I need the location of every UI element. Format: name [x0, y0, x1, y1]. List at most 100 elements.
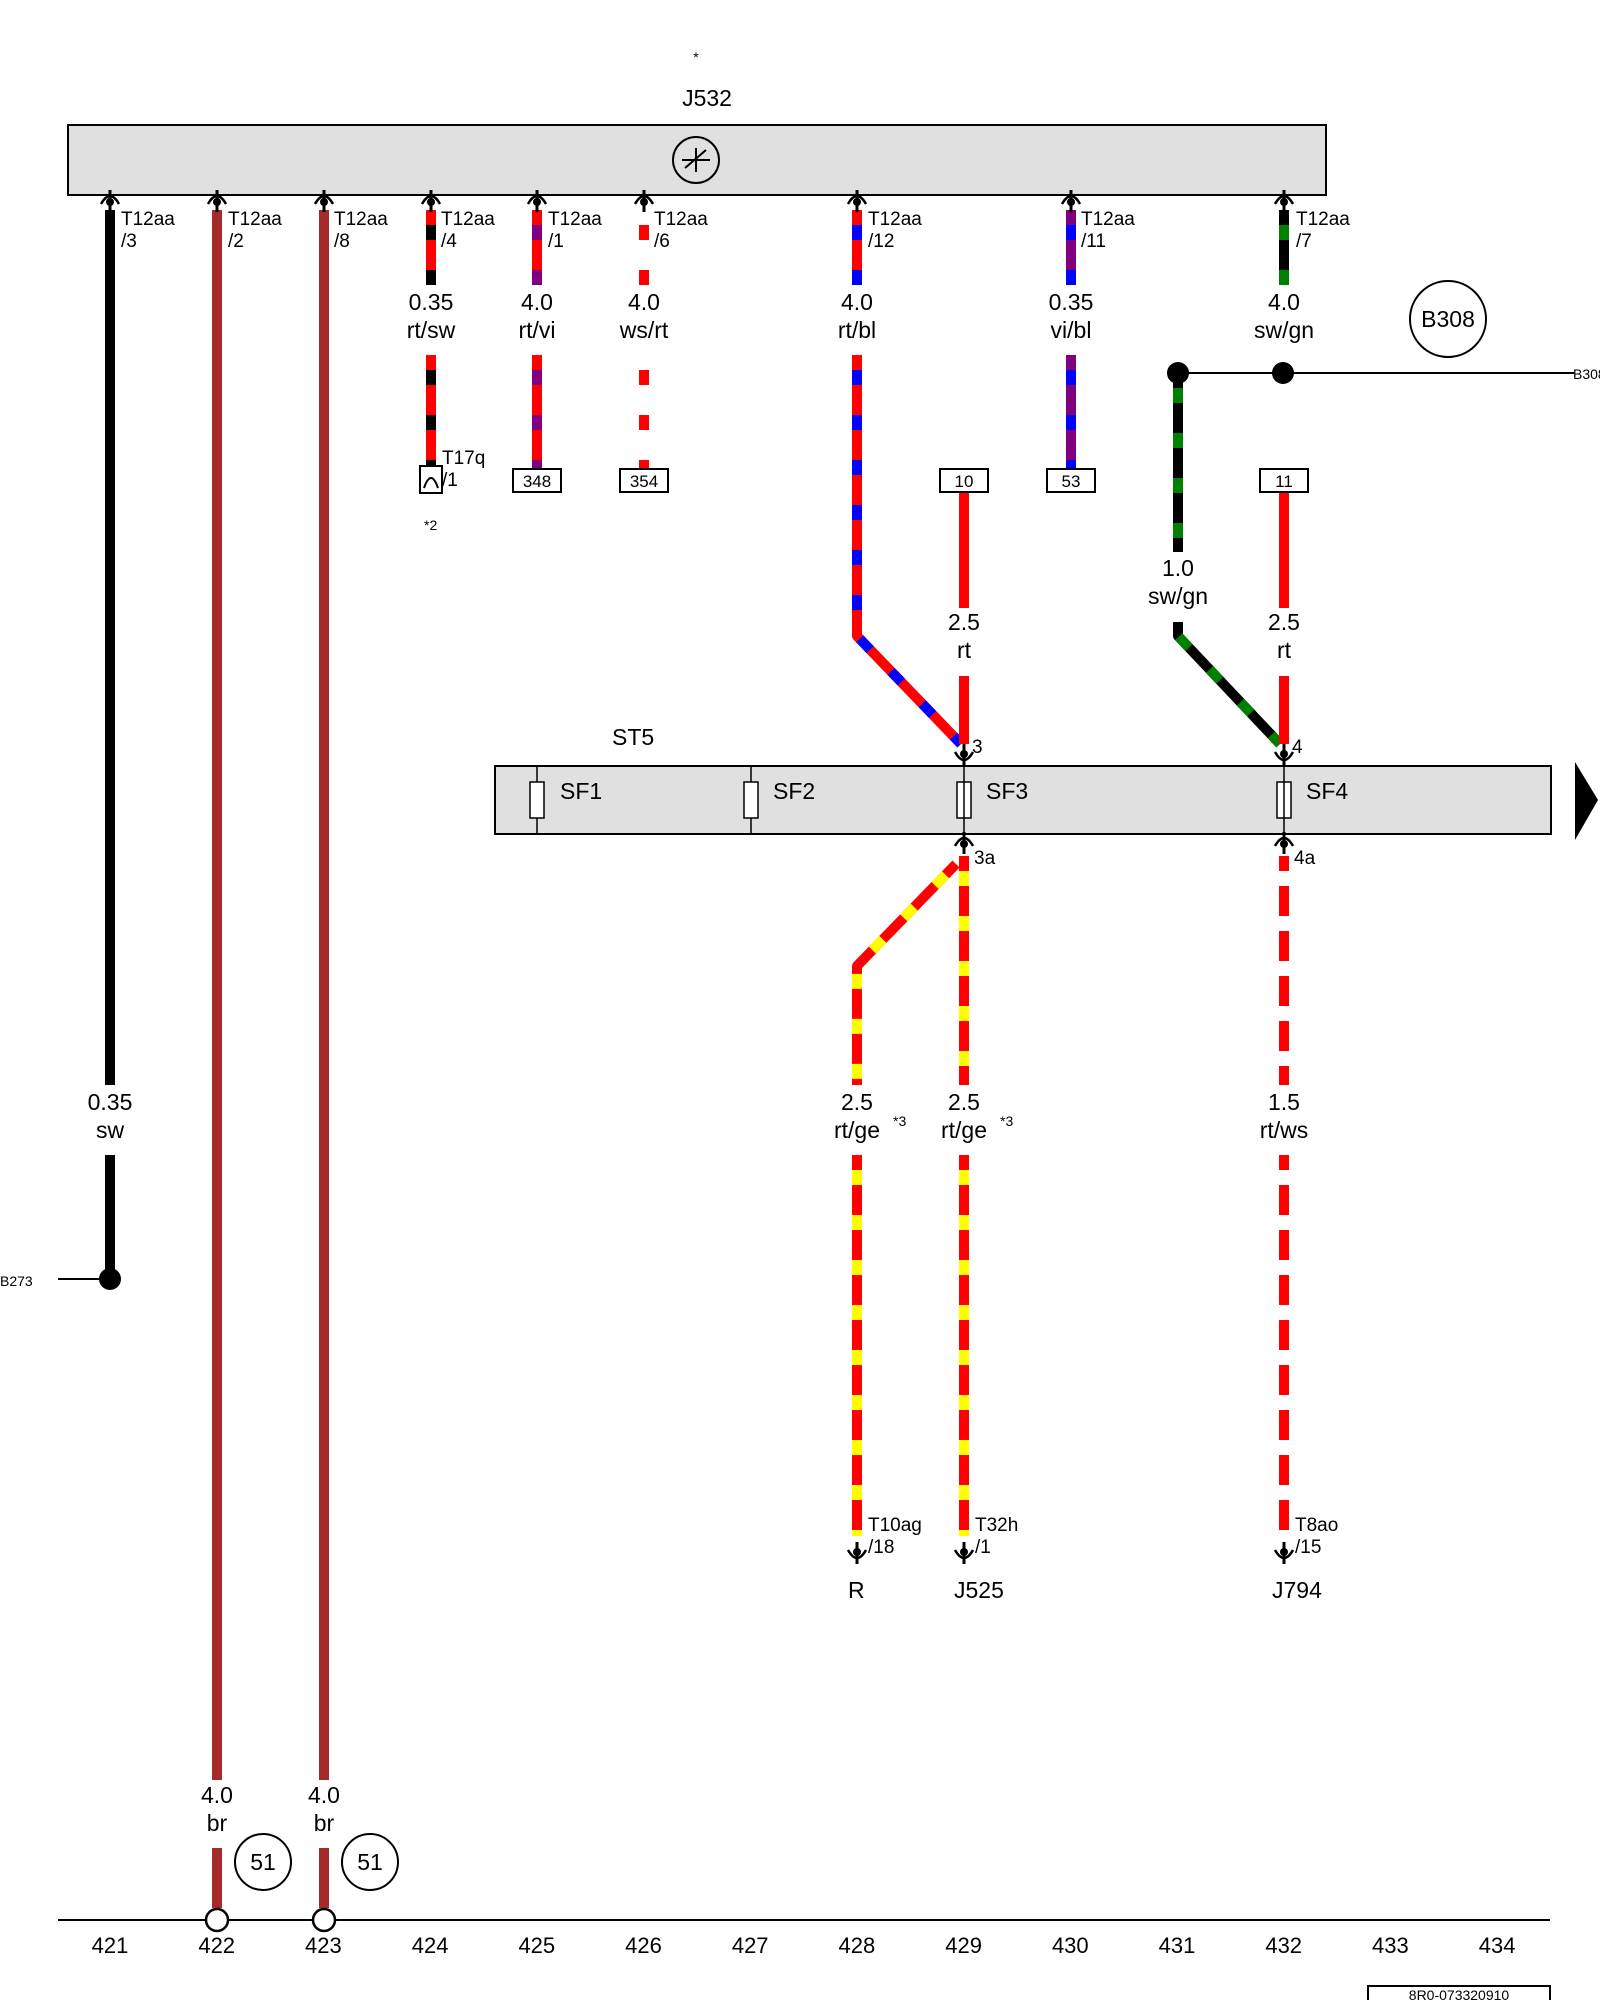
svg-text:53: 53 [1062, 472, 1081, 491]
wire-gauge: 2.5 [841, 1089, 873, 1115]
wire-color: br [314, 1810, 335, 1836]
ground-ref-label: 51 [250, 1849, 276, 1875]
ground-ref-circle [341, 1833, 399, 1891]
pin-conn-label: T12aa [121, 209, 175, 230]
pin-conn-label: T12aa [654, 209, 708, 230]
wire-gauge: 0.35 [409, 289, 454, 315]
column-number: 431 [1159, 1933, 1196, 1958]
wire-color: sw/gn [1148, 583, 1208, 609]
end-conn-label: T8ao [1295, 1515, 1338, 1536]
wire-color: br [207, 1810, 228, 1836]
pin-conn-label: T12aa [441, 209, 495, 230]
end-pin-label: /18 [868, 1537, 894, 1558]
wire-color: rt/sw [407, 317, 456, 343]
wire-gauge: 2.5 [948, 609, 980, 635]
column-number: 433 [1372, 1933, 1409, 1958]
wire-gauge: 2.5 [1268, 609, 1300, 635]
fuse-pin-group [953, 744, 1295, 854]
column-number: 434 [1479, 1933, 1516, 1958]
wire-out-r [852, 860, 960, 1085]
terminal-t17q [419, 465, 443, 494]
svg-text:SF4: SF4 [1306, 778, 1348, 804]
wire-color: rt/ge [834, 1117, 880, 1143]
b308-ref-label: B308 [1421, 306, 1475, 332]
wire-gauge: 4.0 [308, 1782, 340, 1808]
fuse-box-st5 [494, 765, 1552, 835]
column-number: 423 [305, 1933, 342, 1958]
column-number: 427 [732, 1933, 769, 1958]
ground-point [204, 1907, 230, 1933]
bottom-pin-group [846, 1542, 1295, 1564]
target-label: J525 [954, 1577, 1004, 1603]
end-connector-icon [1273, 1542, 1295, 1564]
connector-pin-icon [206, 190, 228, 212]
pin-conn-label: T12aa [1081, 209, 1135, 230]
column-number: 428 [839, 1933, 876, 1958]
connector-pin-icon [526, 190, 548, 212]
column-number: 432 [1265, 1933, 1302, 1958]
ref-box-11: 11 [1259, 468, 1309, 493]
svg-text:11: 11 [1275, 472, 1293, 491]
wire-color: sw/gn [1254, 317, 1314, 343]
svg-text:SF2: SF2 [773, 778, 815, 804]
connector-pin-icon [420, 190, 442, 212]
column-number: 429 [945, 1933, 982, 1958]
fuse-pin-label: 4 [1292, 737, 1303, 758]
ground-point [311, 1907, 337, 1933]
pin-number-label: /1 [548, 231, 564, 252]
b308-ref-circle [1409, 280, 1487, 358]
fuse-pin-label: 4a [1294, 848, 1316, 869]
end-pin-label: /15 [1295, 1537, 1321, 1558]
connector-pin-group [99, 190, 1295, 212]
terminal-conn-label: T17q [442, 448, 485, 469]
component-note: * [693, 49, 699, 65]
pin-number-label: /3 [121, 231, 137, 252]
pin-conn-label: T12aa [548, 209, 602, 230]
column-number: 422 [198, 1933, 235, 1958]
column-number: 421 [92, 1933, 129, 1958]
wire-431-branch-stripe [1173, 622, 1284, 748]
connector-pin-icon [633, 190, 655, 212]
wire-gauge: 4.0 [1268, 289, 1300, 315]
end-pin-label: /1 [975, 1537, 991, 1558]
wire-color: vi/bl [1051, 317, 1092, 343]
connector-pin-icon [846, 190, 868, 212]
column-number: 424 [412, 1933, 449, 1958]
connector-pin-icon [1273, 190, 1295, 212]
wire-gauge: 0.35 [88, 1089, 133, 1115]
pin-conn-label: T12aa [1296, 209, 1350, 230]
pin-number-label: /8 [334, 231, 350, 252]
wire-color: rt/ws [1260, 1117, 1309, 1143]
end-connector-icon [953, 1542, 975, 1564]
fuse-box-label: ST5 [612, 724, 654, 750]
wire-color: ws/rt [619, 317, 669, 343]
ground-ref-label: 51 [357, 1849, 383, 1875]
pin-number-label: /7 [1296, 231, 1312, 252]
end-connector-icon [846, 1542, 868, 1564]
ref-box-10: 10 [939, 468, 989, 493]
fuse-sf2: SF2 [743, 766, 815, 834]
splice-point [1272, 362, 1294, 384]
connector-pin-icon [99, 190, 121, 212]
wire-color: rt [1277, 637, 1292, 663]
wire-gauge: 4.0 [841, 289, 873, 315]
target-label: J794 [1272, 1577, 1322, 1603]
pin-conn-label: T12aa [868, 209, 922, 230]
end-conn-label: T10ag [868, 1515, 922, 1536]
wire-note: *3 [1000, 1113, 1013, 1129]
wire-color: sw [96, 1117, 125, 1143]
svg-text:10: 10 [955, 472, 974, 491]
wire-out-r-stripe [852, 860, 960, 1085]
wire-gauge: 1.0 [1162, 555, 1194, 581]
b308-line-label: B308 [1573, 366, 1600, 382]
pin-number-label: /6 [654, 231, 670, 252]
ground-symbol-icon [672, 136, 720, 184]
fuse-pin-label: 3 [972, 737, 983, 758]
svg-text:348: 348 [523, 472, 551, 491]
svg-text:SF1: SF1 [560, 778, 602, 804]
ground-ref-circle [234, 1833, 292, 1891]
target-label: R [848, 1577, 865, 1603]
wire-gauge: 1.5 [1268, 1089, 1300, 1115]
